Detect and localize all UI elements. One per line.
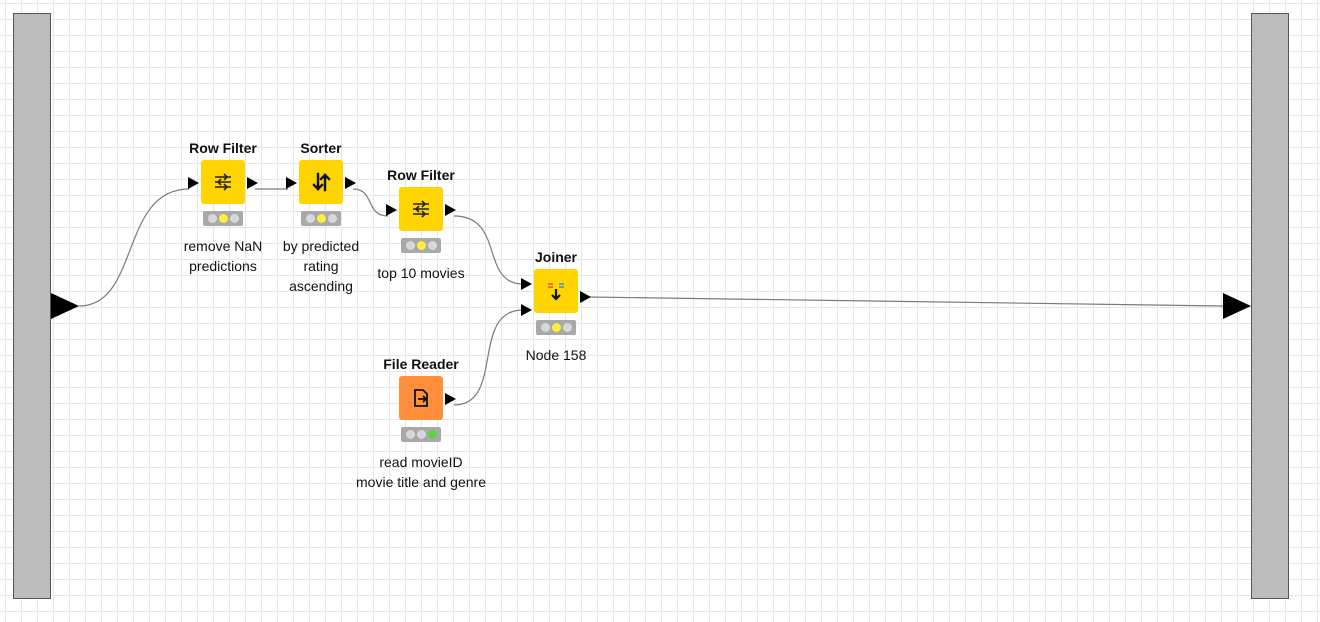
workflow-input-port[interactable] (51, 293, 79, 319)
node-input-port[interactable] (286, 177, 297, 189)
node-title: File Reader (383, 356, 459, 372)
row-filter-icon[interactable] (399, 187, 443, 231)
node-title: Joiner (534, 249, 577, 265)
node-annotation[interactable]: remove NaN predictions (183, 238, 263, 274)
node-input-port[interactable] (386, 204, 397, 216)
node-output-port[interactable] (445, 204, 456, 216)
workflow-output-bar[interactable] (1251, 13, 1289, 599)
row-filter-icon[interactable] (201, 160, 245, 204)
node-input-port[interactable] (188, 177, 199, 189)
connection-input-to-row-filter-1 (78, 188, 190, 307)
joiner-icon[interactable] (534, 269, 578, 313)
connection-file-reader-to-joiner (453, 309, 524, 406)
node-title: Row Filter (387, 167, 455, 183)
node-input-port-bottom[interactable] (521, 304, 532, 316)
node-annotation[interactable]: Node 158 (525, 347, 587, 363)
node-annotation[interactable]: top 10 movies (377, 265, 465, 281)
connection-sorter-to-row-filter-2 (352, 188, 389, 217)
node-annotation[interactable]: by predicted rating ascending (282, 238, 360, 294)
node-status-indicator (536, 320, 576, 335)
workflow-output-port[interactable] (1223, 293, 1251, 319)
node-input-port-top[interactable] (521, 278, 532, 290)
node-output-port[interactable] (345, 177, 356, 189)
node-title: Row Filter (189, 140, 257, 156)
connection-joiner-to-output (588, 296, 1224, 307)
node-output-port[interactable] (445, 393, 456, 405)
connection-row-filter-2-to-joiner (453, 215, 524, 285)
node-status-indicator (401, 238, 441, 253)
sorter-icon[interactable] (299, 160, 343, 204)
node-title: Sorter (300, 140, 342, 156)
node-output-port[interactable] (580, 291, 591, 303)
node-output-port[interactable] (247, 177, 258, 189)
node-status-indicator (203, 211, 243, 226)
node-status-indicator (401, 427, 441, 442)
file-reader-icon[interactable] (399, 376, 443, 420)
workflow-input-bar[interactable] (13, 13, 51, 599)
node-status-indicator (301, 211, 341, 226)
node-annotation[interactable]: read movieID movie title and genre (356, 454, 486, 490)
